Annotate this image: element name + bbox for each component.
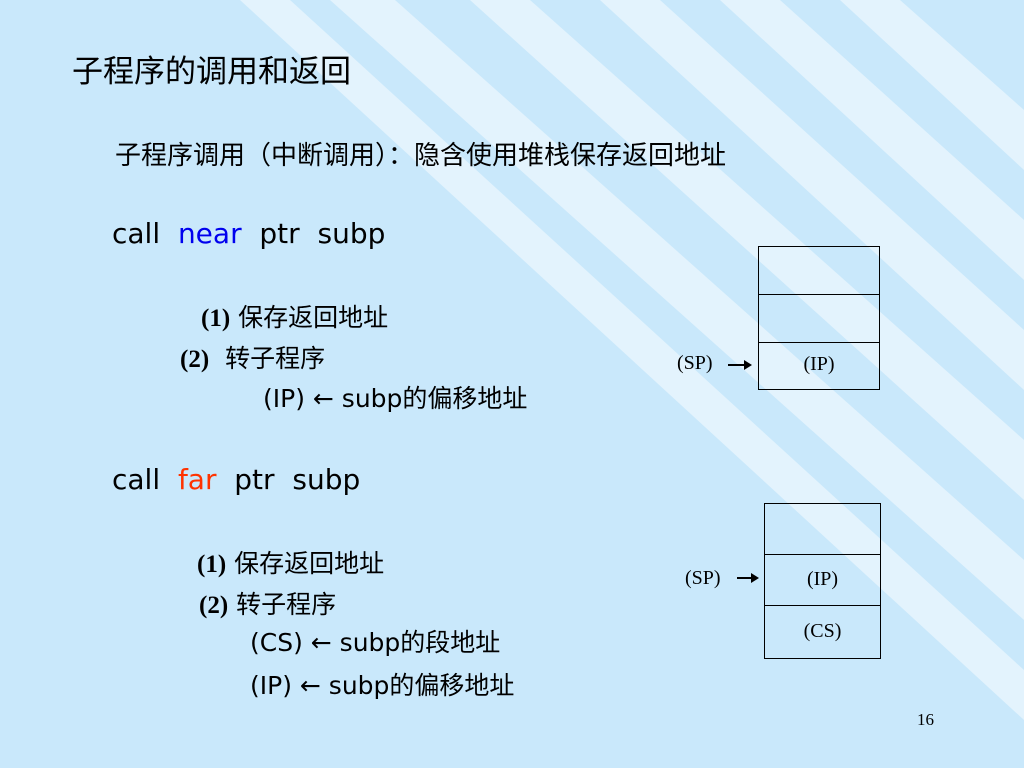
page-number: 16 <box>917 710 934 729</box>
near-keyword: near <box>177 217 242 250</box>
slide-subtitle: 子程序调用（中断调用）：隐含使用堆栈保存返回地址 <box>115 141 727 171</box>
ptr-keyword: ptr <box>259 217 300 250</box>
near-step-2: (2) 转子程序 <box>180 346 325 372</box>
slide-title: 子程序的调用和返回 <box>72 54 351 90</box>
stack-divider <box>765 554 880 555</box>
far-sp-label: (SP) <box>685 567 721 589</box>
near-step-1: (1) 保存返回地址 <box>201 305 388 331</box>
step-text: 保存返回地址 <box>238 303 389 332</box>
call-target: subp <box>317 217 386 250</box>
ptr-keyword: ptr <box>234 463 275 496</box>
near-stack-diagram: (IP) <box>758 246 880 390</box>
far-ip-assignment: (IP) ← subp的偏移地址 <box>250 671 515 700</box>
far-step-1: (1) 保存返回地址 <box>197 551 384 577</box>
stack-cell-cs: (CS) <box>803 620 842 642</box>
far-step-2: (2) 转子程序 <box>199 592 336 618</box>
step-text: 保存返回地址 <box>234 549 385 578</box>
step-number: (1) <box>197 551 227 578</box>
near-ip-assignment: (IP) ← subp的偏移地址 <box>263 384 528 413</box>
far-sp-arrow-icon <box>737 573 759 583</box>
call-mnemonic: call <box>112 217 161 250</box>
stack-divider <box>759 294 879 295</box>
near-sp-label: (SP) <box>677 352 713 374</box>
call-mnemonic: call <box>112 463 161 496</box>
far-call-instruction: call far ptr subp <box>112 466 360 494</box>
step-text: 转子程序 <box>236 590 337 619</box>
step-number: (2) <box>180 346 210 373</box>
stack-cell-ip: (IP) <box>803 353 835 375</box>
call-target: subp <box>292 463 361 496</box>
stack-divider <box>759 342 879 343</box>
near-sp-arrow-icon <box>728 360 752 370</box>
far-stack-diagram: (IP) (CS) <box>764 503 881 659</box>
step-number: (2) <box>199 592 229 619</box>
far-keyword: far <box>177 463 217 496</box>
step-number: (1) <box>201 305 231 332</box>
stack-divider <box>765 605 880 606</box>
near-call-instruction: call near ptr subp <box>112 220 385 248</box>
far-cs-assignment: (CS) ← subp的段地址 <box>250 628 501 657</box>
step-text: 转子程序 <box>225 344 326 373</box>
stack-cell-ip: (IP) <box>806 568 839 590</box>
